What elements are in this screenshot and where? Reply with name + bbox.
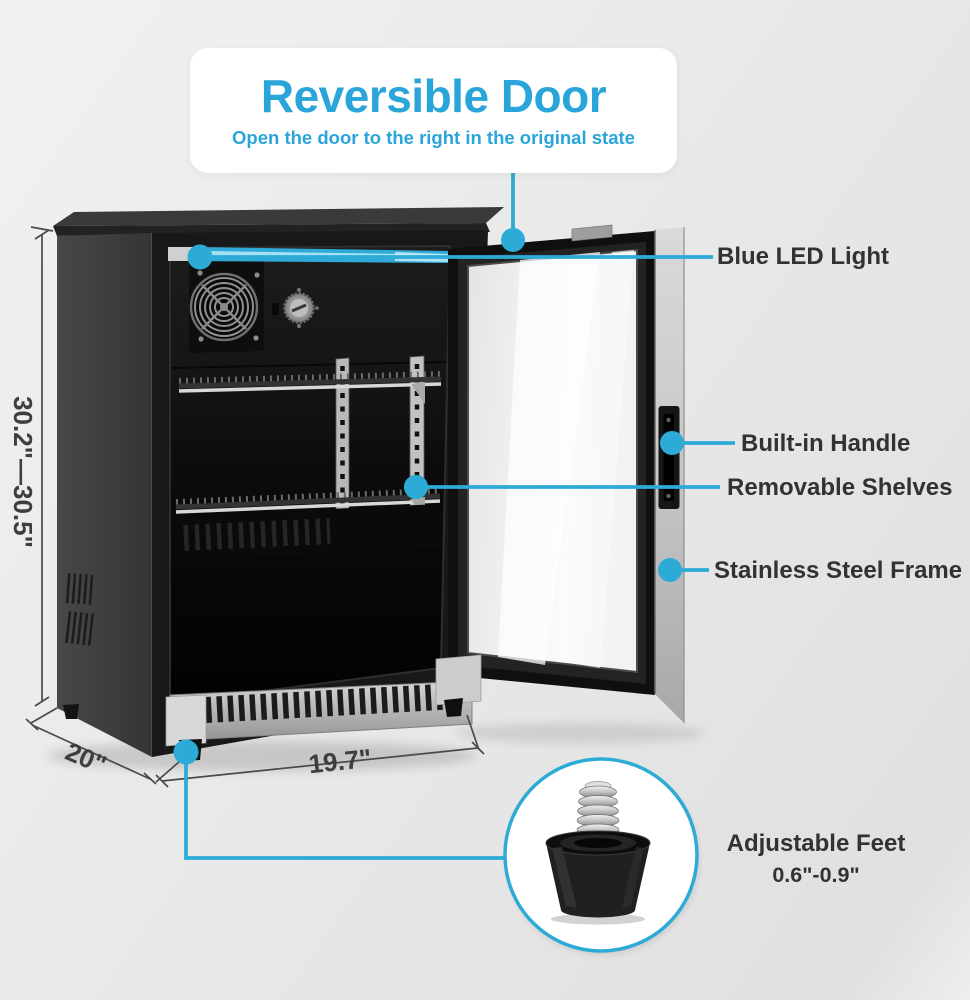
page-subtitle: Open the door to the right in the origin… — [232, 127, 635, 149]
label-height-dimension: 30.2"—30.5" — [8, 396, 38, 548]
compressor-vent — [174, 504, 440, 562]
label-stainless-steel-frame: Stainless Steel Frame — [714, 557, 963, 584]
vent-kickplate — [165, 680, 473, 747]
back-left-foot — [63, 704, 79, 719]
side-vent-slots — [65, 573, 96, 646]
door-glass — [467, 248, 638, 674]
door-callout-dot — [501, 228, 525, 252]
bottom-hinge — [435, 654, 482, 717]
fan-grill-icon — [189, 261, 264, 353]
callout-lines — [173, 170, 735, 860]
title-card: Reversible Door Open the door to the rig… — [190, 48, 677, 173]
adjustable-foot-icon — [545, 781, 651, 925]
shelf-upper — [178, 371, 442, 404]
label-built-in-handle: Built-in Handle — [741, 430, 911, 457]
door-shadow — [455, 723, 705, 743]
feet-callout-dot — [173, 739, 199, 765]
label-removable-shelves: Removable Shelves — [727, 474, 953, 501]
top-hinge — [571, 224, 613, 242]
thermostat-dial-icon — [272, 288, 319, 328]
label-blue-led-light: Blue LED Light — [717, 243, 889, 270]
handle-callout-dot — [660, 431, 684, 455]
dimension-lines — [25, 226, 485, 788]
label-adjustable-feet-range: 0.6"-0.9" — [772, 863, 860, 887]
frame-callout-dot — [658, 558, 682, 582]
fridge-door — [435, 224, 685, 723]
led-callout-dot — [187, 244, 213, 270]
fridge-cabinet — [53, 207, 504, 761]
label-adjustable-feet: Adjustable Feet — [726, 830, 906, 857]
door-handle — [658, 406, 680, 509]
shelves-callout-dot — [404, 475, 428, 499]
page-title: Reversible Door — [260, 69, 607, 122]
adjustable-foot-inset — [503, 757, 700, 956]
